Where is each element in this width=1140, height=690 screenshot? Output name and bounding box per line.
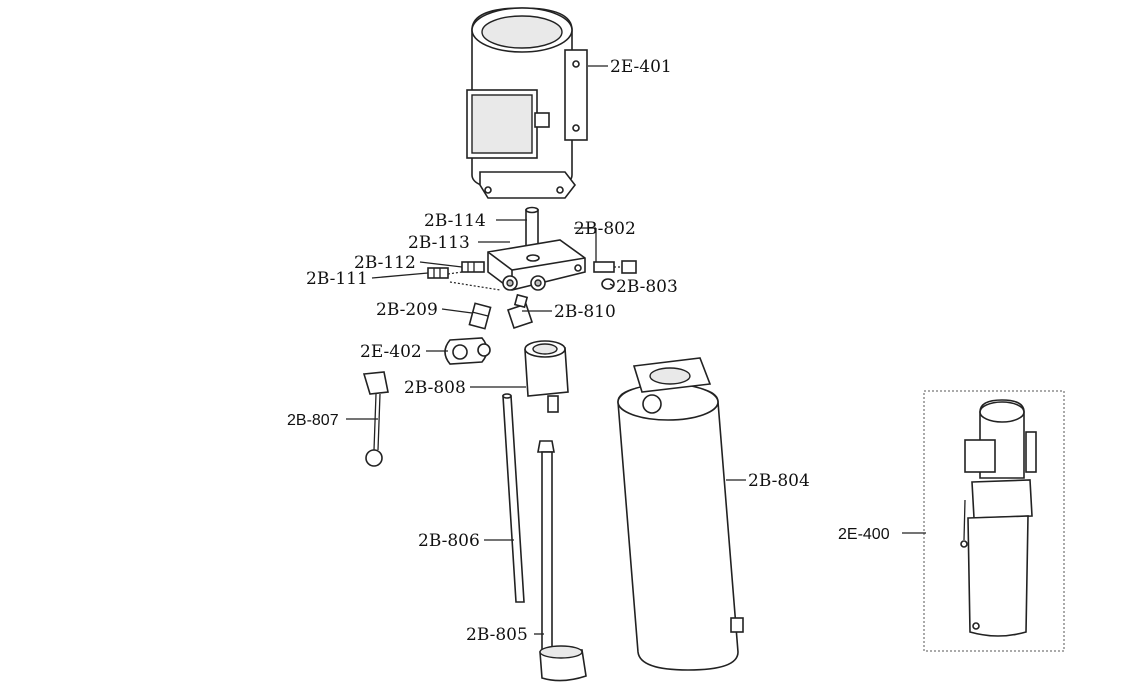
reservoir-tank-2b-804: [617, 357, 744, 671]
fitting-2b-803: [601, 278, 615, 290]
label-2e-400: 2E-400: [838, 526, 890, 543]
manifold-block-2b-113: [487, 239, 586, 291]
label-2b-803: 2B-803: [616, 277, 678, 297]
return-tube-2b-806: [502, 393, 525, 603]
label-2b-807: 2B-807: [287, 412, 339, 429]
label-2b-806: 2B-806: [418, 531, 480, 551]
valve-2b-810: [506, 293, 534, 330]
label-2b-804: 2B-804: [748, 471, 810, 491]
label-2b-114: 2B-114: [424, 211, 486, 231]
part-labels: 2E-401 2B-114 2B-113 2B-112 2B-111 2B-80…: [287, 57, 890, 645]
release-handle-2b-807: [362, 371, 389, 467]
fitting-2b-111: [427, 267, 449, 279]
suction-tube-2b-805: [537, 440, 587, 682]
assembled-unit-2e-400: [923, 390, 1065, 652]
fitting-2b-112: [461, 261, 485, 273]
label-2b-805: 2B-805: [466, 625, 528, 645]
label-2b-802: 2B-802: [574, 219, 636, 239]
solenoid-2e-402: [444, 337, 491, 365]
fitting-2b-802: [593, 260, 637, 274]
label-2b-209: 2B-209: [376, 300, 438, 320]
label-2e-402: 2E-402: [360, 342, 422, 362]
label-2b-112: 2B-112: [354, 253, 416, 273]
label-2e-401: 2E-401: [610, 57, 672, 77]
solenoid-valve-2b-808: [524, 340, 569, 413]
label-2b-810: 2B-810: [554, 302, 616, 322]
label-2b-111: 2B-111: [306, 269, 368, 289]
motor-2e-401: [466, 7, 588, 199]
label-2b-808: 2B-808: [404, 378, 466, 398]
valve-2b-209: [468, 302, 492, 330]
leader-lines: [346, 65, 926, 635]
label-2b-113: 2B-113: [408, 233, 470, 253]
